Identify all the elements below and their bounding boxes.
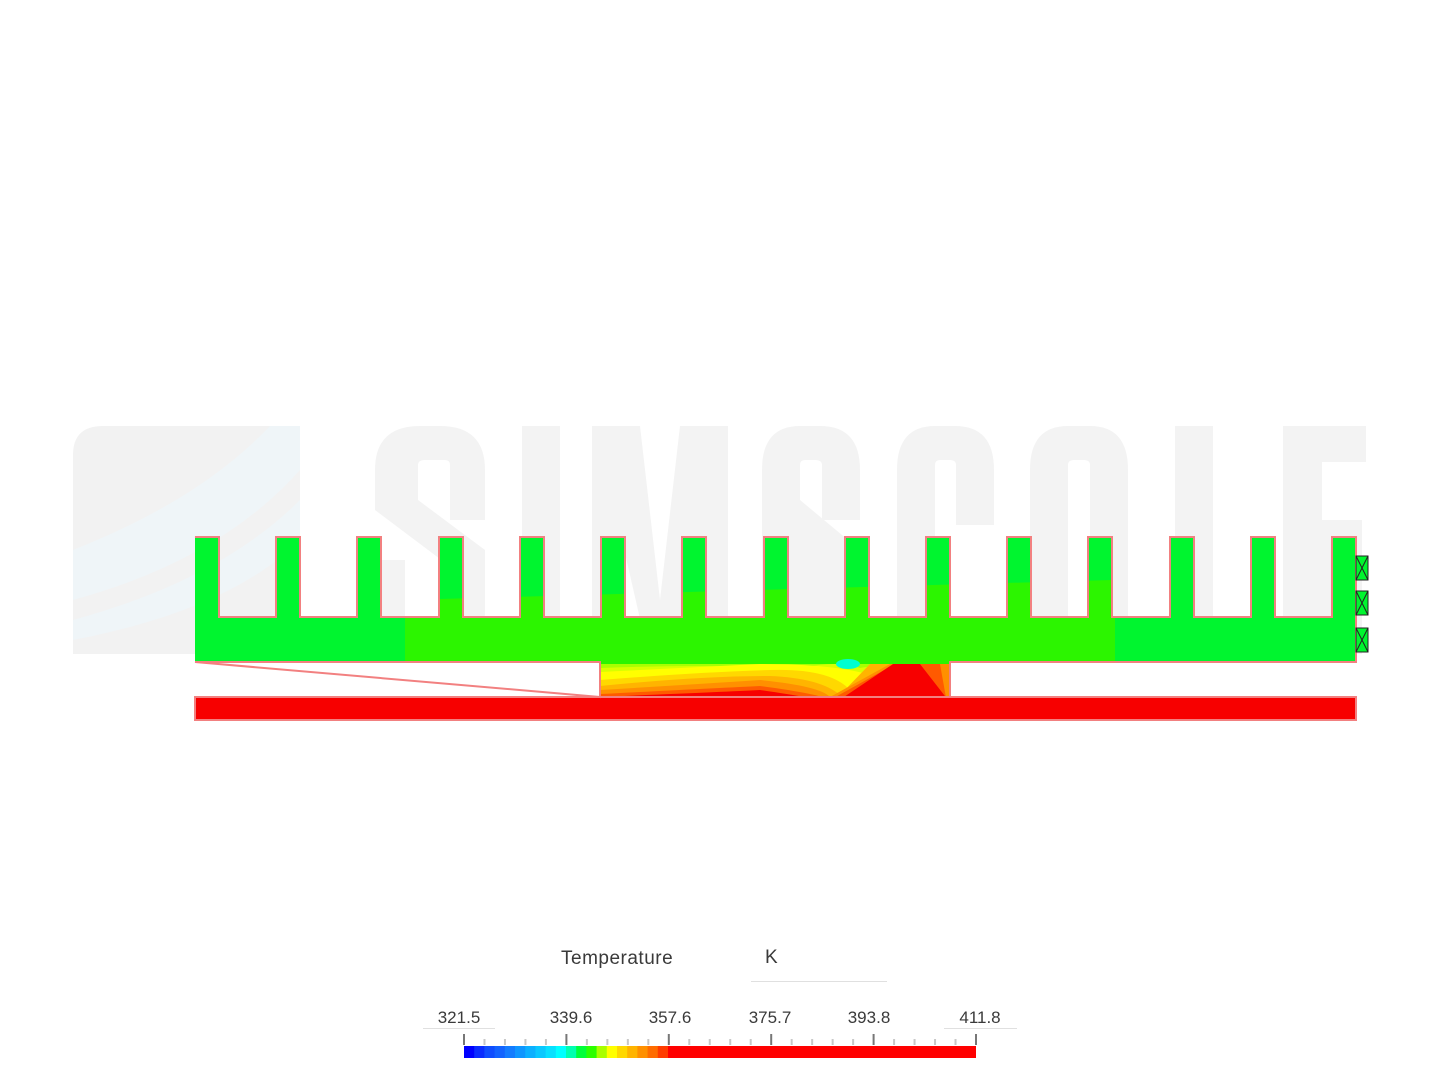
legend-tick-label: 339.6 — [549, 1008, 593, 1027]
boundary-outline — [194, 536, 1357, 721]
legend-title: Temperature — [561, 948, 674, 969]
legend-tick-label: 375.7 — [748, 1008, 792, 1027]
legend-unit-divider — [751, 981, 887, 982]
legend-tick-label: 411.8 — [959, 1008, 1001, 1027]
colorbar — [464, 1046, 976, 1058]
legend-tick-label: 321.5 — [437, 1008, 481, 1027]
legend-unit: K — [765, 947, 778, 968]
legend-tick-label: 393.8 — [847, 1008, 891, 1027]
legend-max-divider — [944, 1028, 1017, 1029]
legend-min-divider — [423, 1028, 495, 1029]
legend-tick-label: 357.6 — [648, 1008, 692, 1027]
mesh-detail-right — [1355, 555, 1369, 653]
colorbar-ticks — [463, 1034, 977, 1045]
